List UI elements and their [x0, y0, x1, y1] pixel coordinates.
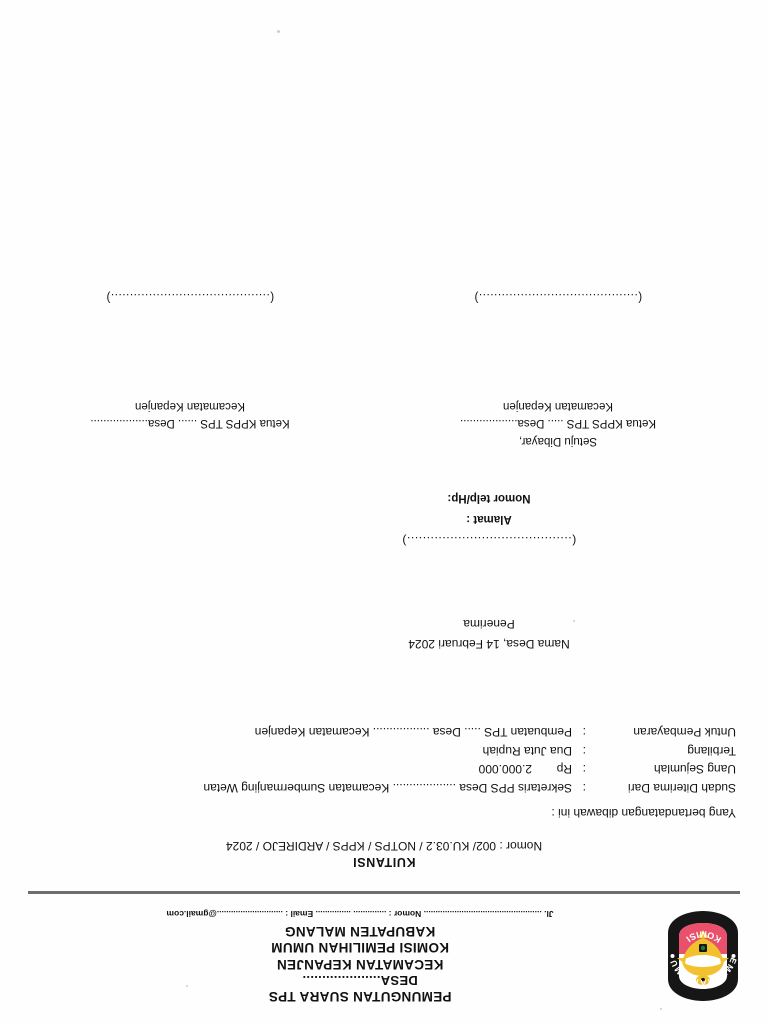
signature-left-role: Ketua KPPS TPS ..... Desa...............…: [460, 417, 657, 430]
kpu-logo: PEMILIHAN UMUM KOMISI: [660, 906, 746, 1006]
field-label-in-words: Terbilang: [687, 743, 736, 758]
signature-left-space: [408, 305, 708, 397]
field-colon: :: [582, 762, 586, 777]
signature-left-line: (.......................................…: [473, 290, 643, 303]
receiver-signature-line: (.......................................…: [401, 534, 577, 549]
title-block: KUITANSI Nomor : 002/ KU.03.2 / NOTPS / …: [26, 839, 742, 869]
field-row: Terbilang : Dua Juta Rupiah: [26, 741, 736, 760]
document-title: KUITANSI: [352, 855, 416, 869]
currency-symbol: Rp: [556, 762, 572, 777]
signature-right-line: (.......................................…: [105, 290, 275, 303]
scan-speckle: [277, 30, 280, 33]
letterhead: PEMILIHAN UMUM KOMISI PEMUNGUTAN SUARA T…: [26, 898, 743, 1010]
signature-left-approval: Setuju Dibayar,: [519, 434, 597, 447]
field-value-payment-for: Pembuatan TPS ..... Desa ...............…: [254, 725, 572, 740]
scan-speckle: [186, 985, 188, 987]
letterhead-line-1: PEMUNGUTAN SUARA TPS: [268, 989, 452, 1004]
field-value-amount: Rp 2.000.000: [26, 760, 572, 779]
scan-speckle: [660, 1008, 662, 1010]
document-number: Nomor : 002/ KU.03.2 / NOTPS / KPPS / AR…: [225, 839, 543, 853]
letterhead-divider: [28, 891, 740, 894]
field-list: Sudah Diterima Dari : Sekretaris PPS Des…: [26, 723, 742, 797]
signature-right-role: Ketua KPPS TPS ...... Desa..............…: [90, 417, 290, 430]
logo-ring-text-bottom: KOMISI: [683, 929, 723, 945]
receiver-signature-space: [276, 550, 702, 614]
field-colon: :: [582, 725, 586, 740]
signature-row: Setuju Dibayar, Ketua KPPS TPS ..... Des…: [26, 288, 742, 449]
signature-block-left: Setuju Dibayar, Ketua KPPS TPS ..... Des…: [408, 288, 708, 449]
field-label-received-from: Sudah Diterima Dari: [627, 781, 736, 795]
receiver-role: Penerima: [463, 617, 515, 632]
amount-value: 2.000.000: [478, 762, 532, 777]
intro-text: Yang bertandatangan dibawah ini :: [551, 806, 736, 820]
field-row: Sudah Diterima Dari : Sekretaris PPS Des…: [26, 778, 736, 797]
signature-right-space: [40, 305, 340, 397]
letterhead-line-2: DESA....................: [302, 972, 418, 988]
letterhead-line-4: KOMISI PEMILIHAN UMUM: [270, 940, 450, 956]
field-value-in-words: Dua Juta Rupiah: [482, 743, 572, 758]
field-label-amount: Uang Sejumlah: [653, 762, 736, 777]
receiver-place-date: Nama Desa, 14 Februari 2024: [408, 636, 570, 651]
scan-speckle: [573, 620, 575, 622]
letterhead-line-3: KECAMATAN KEPANJEN: [276, 956, 444, 972]
letterhead-line-5: KABUPATEN MALANG: [284, 923, 436, 939]
receiver-address-label: Alamat :: [466, 513, 512, 526]
field-colon: :: [582, 781, 586, 795]
field-colon: :: [582, 743, 586, 758]
svg-text:KOMISI: KOMISI: [683, 929, 723, 945]
signature-right-district: Kecamatan Kepanjen: [135, 400, 245, 413]
signature-left-district: Kecamatan Kepanjen: [503, 400, 613, 413]
letterhead-text: PEMUNGUTAN SUARA TPS DESA...............…: [26, 909, 694, 1010]
field-row: Uang Sejumlah : Rp 2.000.000: [26, 760, 736, 779]
letterhead-contact-line: Jl. ....................................…: [166, 909, 554, 920]
field-value-received-from: Sekretaris PPS Desa ................... …: [203, 781, 572, 795]
signature-block-right: Setuju Dibayar, Ketua KPPS TPS ...... De…: [40, 288, 340, 449]
receiver-block: Nama Desa, 14 Februari 2024 Penerima (..…: [26, 489, 742, 653]
field-label-payment-for: Untuk Pembayaran: [633, 725, 736, 740]
receiver-phone-label: Nomor telp/Hp:: [447, 491, 531, 504]
field-row: Untuk Pembayaran : Pembuatan TPS ..... D…: [26, 723, 736, 742]
